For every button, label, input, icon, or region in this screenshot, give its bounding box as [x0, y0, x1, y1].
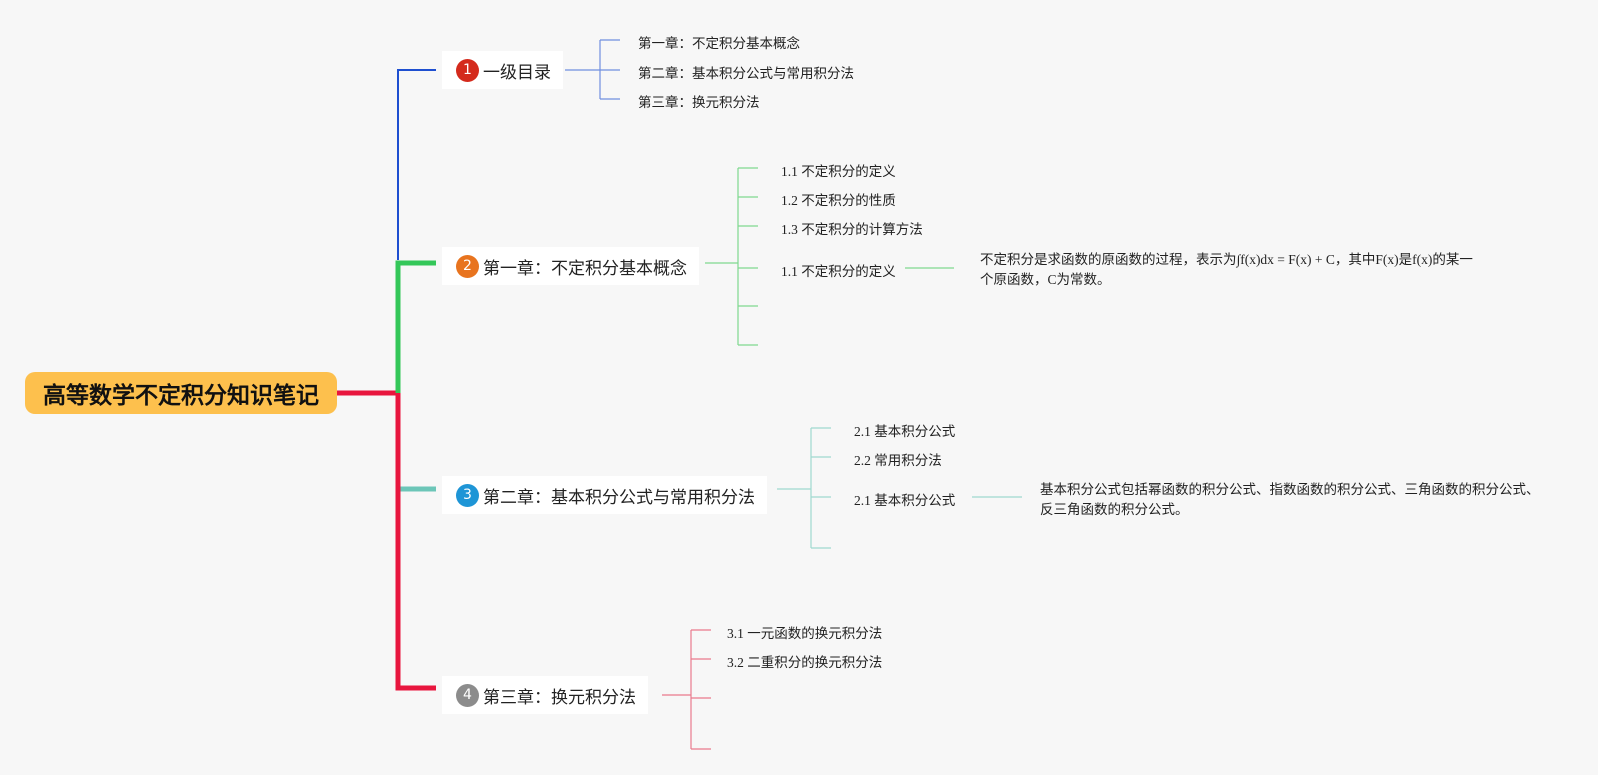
- branch-label-3: 第二章：基本积分公式与常用积分法: [483, 487, 755, 508]
- connectors-branch-2-leaves: [705, 167, 954, 346]
- branch-label-2: 第一章：不定积分基本概念: [483, 258, 687, 279]
- leaf-4-2[interactable]: 3.2 二重积分的换元积分法: [727, 655, 883, 670]
- leaf-2-4[interactable]: 1.1 不定积分的定义: [781, 264, 896, 279]
- branch-node-2[interactable]: 2 第一章：不定积分基本概念: [442, 247, 699, 285]
- root-node[interactable]: 高等数学不定积分知识笔记: [25, 372, 337, 414]
- leaf-2-1[interactable]: 1.1 不定积分的定义: [781, 164, 896, 179]
- leaf-1-3[interactable]: 第三章：换元积分法: [638, 95, 760, 110]
- connector-branch-4: [395, 393, 436, 691]
- leaf-1-2[interactable]: 第二章：基本积分公式与常用积分法: [638, 66, 854, 81]
- branch-node-4[interactable]: 4 第三章：换元积分法: [442, 676, 648, 714]
- connector-branch-1: [397, 69, 436, 260]
- number-badge-1: 1: [456, 58, 479, 82]
- leaf-2-2[interactable]: 1.2 不定积分的性质: [781, 193, 896, 208]
- detail-2: 不定积分是求函数的原函数的过程，表示为∫f(x)dx = F(x) + C，其中…: [980, 252, 1473, 287]
- leaf-2-3[interactable]: 1.3 不定积分的计算方法: [781, 222, 923, 237]
- branch-node-1[interactable]: 1 一级目录: [442, 51, 563, 89]
- root-title: 高等数学不定积分知识笔记: [43, 383, 319, 409]
- number-badge-3: 3: [456, 483, 479, 507]
- branch-label-1: 一级目录: [483, 62, 551, 83]
- leaf-4-1[interactable]: 3.1 一元函数的换元积分法: [727, 626, 883, 641]
- leaf-3-1[interactable]: 2.1 基本积分公式: [854, 424, 956, 439]
- leaf-3-2[interactable]: 2.2 常用积分法: [854, 453, 942, 468]
- connector-branch-2: [395, 260, 436, 393]
- connectors-branch-3-leaves: [777, 427, 1022, 549]
- connectors-branch-1-leaves: [565, 39, 620, 100]
- branch-label-4: 第三章：换元积分法: [483, 687, 636, 708]
- detail-3: 基本积分公式包括幂函数的积分公式、指数函数的积分公式、三角函数的积分公式、反三角…: [1040, 482, 1540, 517]
- branch-node-3[interactable]: 3 第二章：基本积分公式与常用积分法: [442, 476, 767, 514]
- leaf-3-3[interactable]: 2.1 基本积分公式: [854, 493, 956, 508]
- connectors-branch-4-leaves: [662, 629, 711, 750]
- number-badge-4: 4: [456, 683, 479, 707]
- leaf-1-1[interactable]: 第一章：不定积分基本概念: [638, 36, 800, 51]
- number-badge-2: 2: [456, 254, 479, 278]
